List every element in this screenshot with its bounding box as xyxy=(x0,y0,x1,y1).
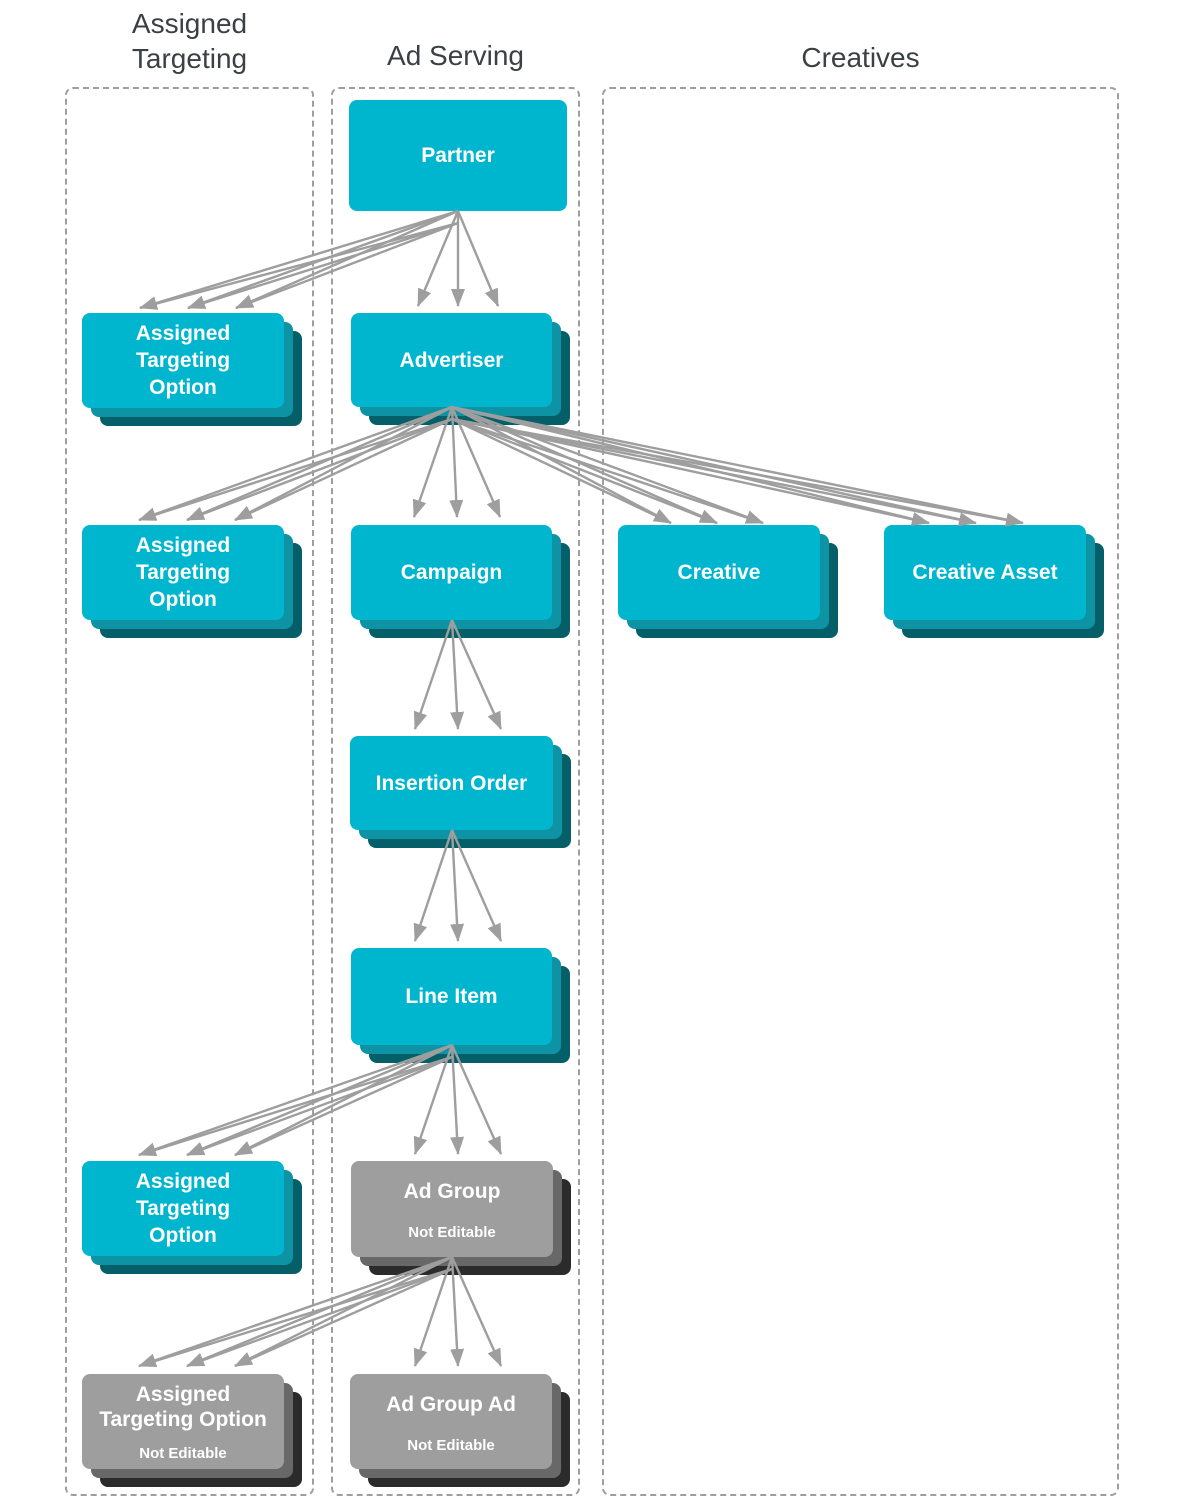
node-assigned-targeting-option-1: Assigned Targeting Option xyxy=(82,313,302,426)
node-line-item-label: Line Item xyxy=(405,985,498,1008)
node-assigned-targeting-option-4-sublabel: Not Editable xyxy=(139,1445,227,1462)
node-creative-face: Creative xyxy=(618,525,820,620)
node-ad-group-ad-label: Ad Group Ad xyxy=(386,1392,516,1416)
node-creative-asset-label: Creative Asset xyxy=(912,561,1058,584)
node-advertiser: Advertiser xyxy=(351,313,570,425)
node-assigned-targeting-option-1-label: Assigned Targeting Option xyxy=(135,322,231,399)
node-assigned-targeting-option-3-face: Assigned Targeting Option xyxy=(82,1161,284,1256)
node-creative-asset-face: Creative Asset xyxy=(884,525,1086,620)
node-partner-label: Partner xyxy=(421,144,495,167)
node-assigned-targeting-option-2-face: Assigned Targeting Option xyxy=(82,525,284,620)
node-creative-asset: Creative Asset xyxy=(884,525,1104,638)
node-ad-group-face: Ad Group Not Editable xyxy=(351,1161,553,1257)
node-creative: Creative xyxy=(618,525,838,638)
column-ad-serving xyxy=(331,87,580,1496)
node-ad-group-sublabel: Not Editable xyxy=(408,1224,496,1241)
node-assigned-targeting-option-1-face: Assigned Targeting Option xyxy=(82,313,284,408)
node-assigned-targeting-option-4-face: Assigned Targeting Option Not Editable xyxy=(82,1374,284,1469)
node-assigned-targeting-option-2-label: Assigned Targeting Option xyxy=(135,534,231,611)
node-line-item: Line Item xyxy=(351,948,570,1063)
node-campaign: Campaign xyxy=(351,525,570,638)
node-campaign-label: Campaign xyxy=(400,561,503,584)
node-ad-group: Ad Group Not Editable xyxy=(351,1161,571,1275)
node-partner-face: Partner xyxy=(349,100,567,211)
node-assigned-targeting-option-2: Assigned Targeting Option xyxy=(82,525,302,638)
node-assigned-targeting-option-4: Assigned Targeting Option Not Editable xyxy=(82,1374,302,1487)
node-ad-group-ad-sublabel: Not Editable xyxy=(407,1436,495,1454)
node-assigned-targeting-option-3-label: Assigned Targeting Option xyxy=(135,1170,231,1247)
node-insertion-order-label: Insertion Order xyxy=(375,771,528,795)
node-insertion-order: Insertion Order xyxy=(350,736,571,848)
node-creative-label: Creative xyxy=(677,561,761,584)
node-advertiser-face: Advertiser xyxy=(351,313,552,407)
node-ad-group-ad: Ad Group Ad Not Editable xyxy=(350,1374,570,1487)
node-ad-group-label: Ad Group xyxy=(403,1180,501,1203)
header-assigned-targeting: Assigned Targeting xyxy=(131,8,248,74)
node-ad-group-ad-face: Ad Group Ad Not Editable xyxy=(350,1374,552,1469)
column-assigned-targeting xyxy=(65,87,314,1496)
column-creatives xyxy=(602,87,1119,1496)
node-line-item-face: Line Item xyxy=(351,948,552,1045)
header-creatives: Creatives xyxy=(801,42,920,73)
node-partner: Partner xyxy=(349,100,567,211)
node-advertiser-label: Advertiser xyxy=(399,348,504,372)
node-campaign-face: Campaign xyxy=(351,525,552,620)
header-ad-serving: Ad Serving xyxy=(387,40,524,71)
node-assigned-targeting-option-3: Assigned Targeting Option xyxy=(82,1161,302,1274)
node-insertion-order-face: Insertion Order xyxy=(350,736,553,830)
node-assigned-targeting-option-4-label: Assigned Targeting Option xyxy=(99,1383,267,1431)
